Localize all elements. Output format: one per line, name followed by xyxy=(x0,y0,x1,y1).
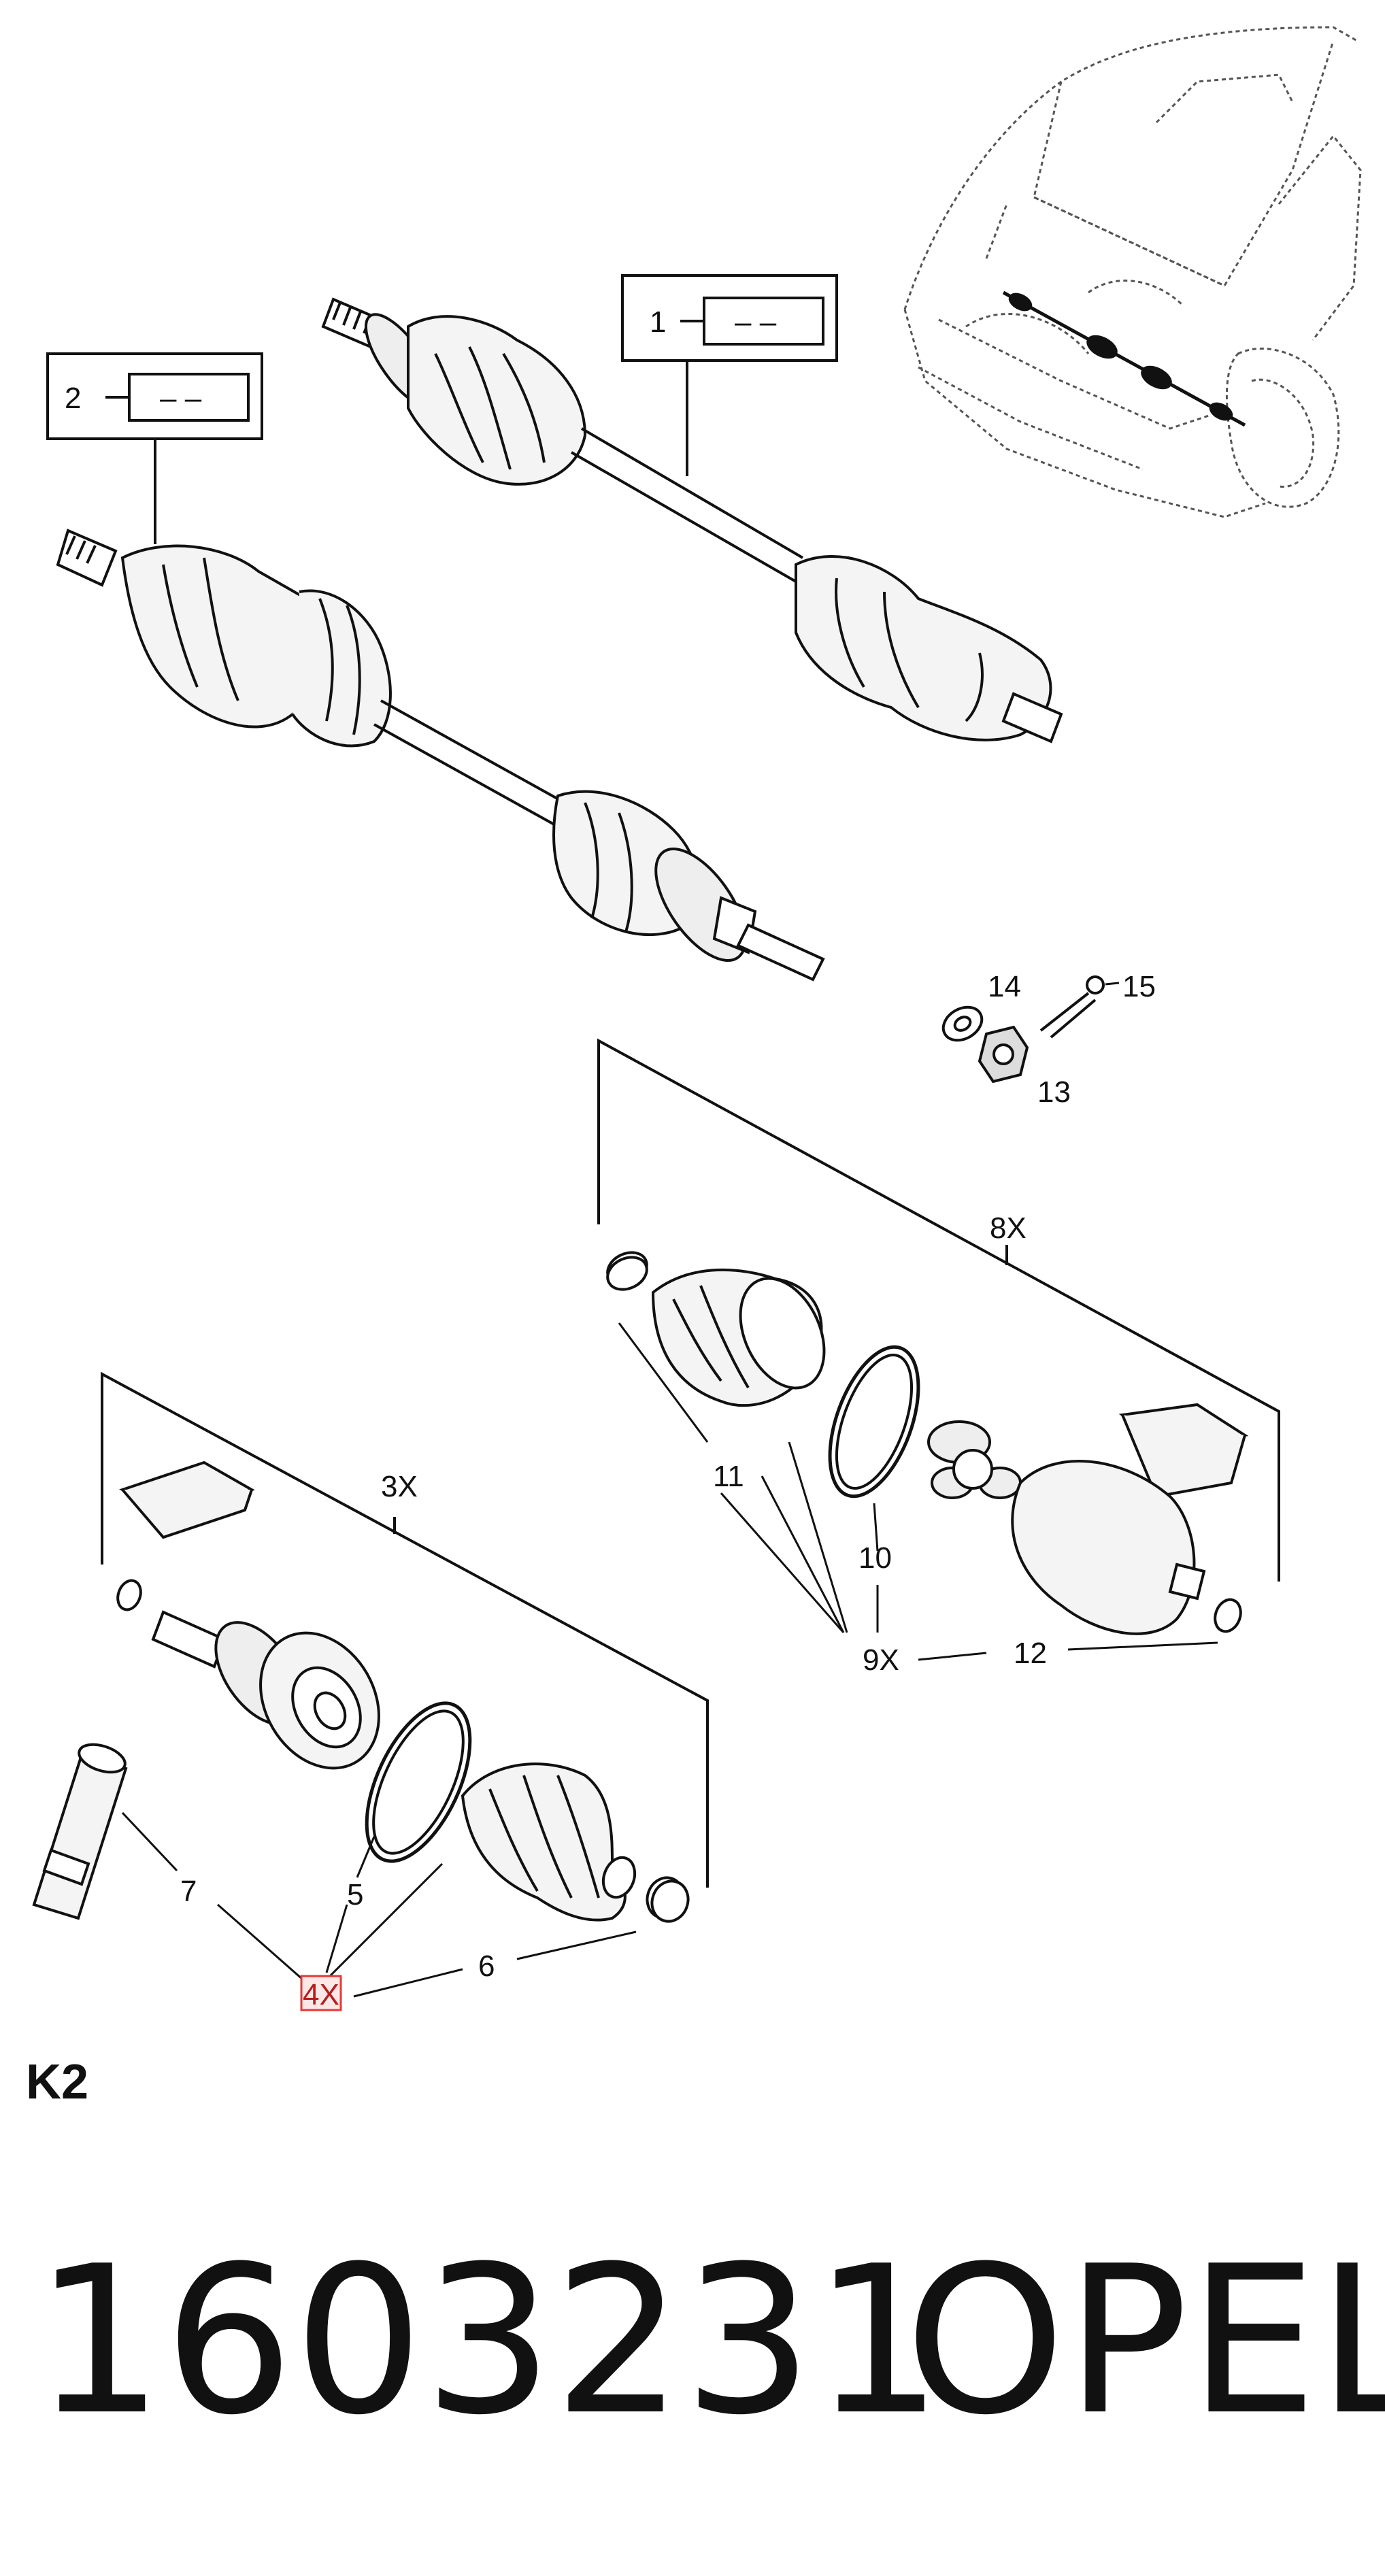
callout-6: 6 xyxy=(478,1950,495,1983)
callout-8x: 8X xyxy=(990,1211,1027,1245)
leader-lines-left xyxy=(121,1811,637,1998)
kit-3x-parts xyxy=(32,1460,690,1923)
callout-2-number: 2 xyxy=(65,382,81,415)
callout-2-value: – – xyxy=(160,382,202,415)
brand-name: OPEL xyxy=(905,2222,1385,2460)
kit-8x-parts xyxy=(606,1251,1249,1635)
callout-13: 13 xyxy=(1037,1075,1071,1109)
section-code: K2 xyxy=(26,2055,88,2109)
vehicle-driveshaft-marker xyxy=(1002,290,1246,427)
callout-3x: 3X xyxy=(381,1470,418,1503)
callout-9x: 9X xyxy=(863,1643,899,1677)
part-number: 1603231 xyxy=(34,2222,943,2460)
vehicle-outline xyxy=(903,26,1362,518)
kit-8x-bracket xyxy=(597,1038,1280,1582)
callout-box-2: 2 – – xyxy=(46,352,263,544)
callout-box-1: 1 – – xyxy=(621,274,838,476)
callout-12: 12 xyxy=(1014,1637,1047,1670)
callout-7: 7 xyxy=(180,1875,197,1908)
callout-4x: 4X xyxy=(303,1978,339,2011)
driveshaft-1 xyxy=(321,297,1063,743)
driveshaft-2 xyxy=(56,529,825,982)
callout-1-number: 1 xyxy=(650,305,666,339)
callout-11: 11 xyxy=(713,1460,744,1493)
callout-4x-highlight xyxy=(300,1975,342,2011)
callout-5: 5 xyxy=(347,1878,363,1911)
callout-10: 10 xyxy=(858,1541,892,1575)
callout-1-value: – – xyxy=(735,305,777,339)
callout-15: 15 xyxy=(1122,970,1156,1003)
leader-lines-right xyxy=(618,1322,1218,1661)
hub-nut-parts xyxy=(941,975,1120,1084)
kit-3x-bracket xyxy=(101,1371,709,1888)
callout-14: 14 xyxy=(988,970,1021,1003)
